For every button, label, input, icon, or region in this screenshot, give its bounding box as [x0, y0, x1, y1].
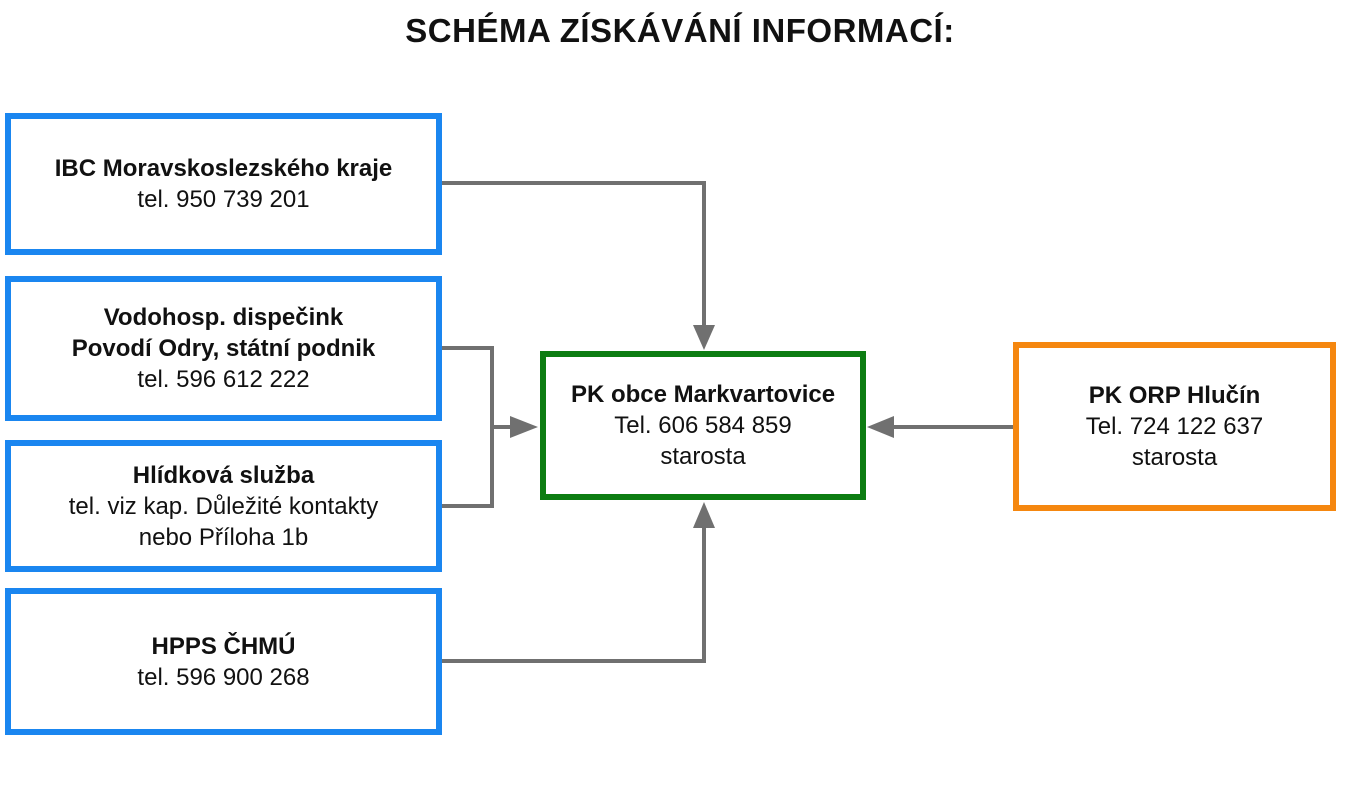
node-hpps-name: HPPS ČHMÚ	[151, 632, 296, 660]
node-pk-orp-name: PK ORP Hlučín	[1088, 382, 1261, 409]
arrowhead-hpps	[693, 502, 715, 528]
edge-vodohosp-to-pk	[442, 346, 494, 508]
arrowhead-orp	[867, 416, 894, 438]
diagram-title: SCHÉMA ZÍSKÁVÁNÍ INFORMACÍ:	[405, 12, 955, 49]
arrowhead-merge	[510, 416, 538, 438]
node-hlidkova-name: Hlídková služba	[132, 461, 315, 489]
node-hlidkova-line2: nebo Příloha 1b	[138, 523, 309, 551]
node-hpps-chmu: HPPS ČHMÚ tel. 596 900 268	[5, 588, 442, 735]
node-pk-obce-name: PK obce Markvartovice	[570, 381, 836, 408]
node-hpps-phone: tel. 596 900 268	[137, 663, 310, 691]
node-vodohosp-dispecink: Vodohosp. dispečink Povodí Odry, státní …	[5, 276, 442, 421]
node-ibc-name: IBC Moravskoslezského kraje	[54, 155, 393, 182]
node-pk-orp-role: starosta	[1131, 444, 1218, 471]
node-vodohosp-name-line2: Povodí Odry, státní podnik	[71, 335, 376, 362]
node-pk-orp-hlucin: PK ORP Hlučín Tel. 724 122 637 starosta	[1013, 342, 1336, 511]
node-pk-obce-phone: Tel. 606 584 859	[614, 412, 792, 439]
node-vodohosp-phone: tel. 596 612 222	[137, 366, 310, 393]
node-ibc-moravskoslezskeho-kraje: IBC Moravskoslezského kraje tel. 950 739…	[5, 113, 442, 255]
node-pk-orp-phone: Tel. 724 122 637	[1085, 413, 1264, 440]
node-hlidkova-sluzba: Hlídková služba tel. viz kap. Důležité k…	[5, 440, 442, 572]
node-ibc-phone: tel. 950 739 201	[137, 186, 310, 213]
edge-hpps-to-pk	[442, 525, 706, 663]
node-pk-obce-role: starosta	[660, 443, 746, 470]
arrowhead-ibc	[693, 325, 715, 350]
node-vodohosp-name-line1: Vodohosp. dispečink	[103, 304, 344, 331]
node-hlidkova-line1: tel. viz kap. Důležité kontakty	[68, 492, 379, 520]
node-pk-obce-markvartovice: PK obce Markvartovice Tel. 606 584 859 s…	[540, 351, 866, 500]
edge-ibc-to-pk	[442, 181, 706, 330]
